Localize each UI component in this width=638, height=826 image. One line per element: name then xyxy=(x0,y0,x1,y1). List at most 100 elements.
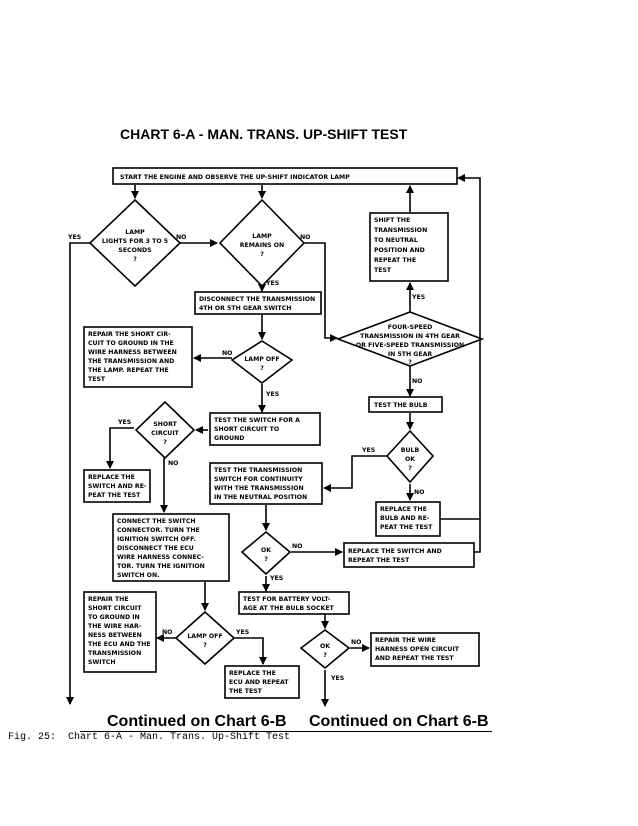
svg-text:SHORT: SHORT xyxy=(153,421,177,428)
svg-text:REPEAT THE: REPEAT THE xyxy=(374,257,416,264)
svg-text:CIRCUIT: CIRCUIT xyxy=(151,430,179,437)
svg-text:BULB: BULB xyxy=(401,447,420,454)
svg-text:LAMP: LAMP xyxy=(125,229,145,236)
replace-bulb-box xyxy=(375,501,441,537)
svg-text:AND REPEAT THE TEST: AND REPEAT THE TEST xyxy=(375,655,454,662)
svg-text:THE TRANSMISSION AND: THE TRANSMISSION AND xyxy=(88,358,174,365)
short-circuit-text: SHORT CIRCUIT ? xyxy=(151,421,179,446)
svg-text:WITH THE TRANSMISSION: WITH THE TRANSMISSION xyxy=(214,485,304,492)
continued-right: Continued on Chart 6-B xyxy=(309,713,489,730)
label-no: NO xyxy=(412,378,422,385)
svg-text:LAMP OFF: LAMP OFF xyxy=(244,356,279,363)
test-voltage-text: TEST FOR BATTERY VOLT- AGE AT THE BULB S… xyxy=(243,596,335,612)
replace-switch-1-box xyxy=(83,469,151,503)
svg-text:THE ECU AND THE: THE ECU AND THE xyxy=(88,641,151,648)
test-bulb-text: TEST THE BULB xyxy=(374,402,428,409)
svg-text:CUIT TO GROUND IN THE: CUIT TO GROUND IN THE xyxy=(88,340,174,347)
start-box xyxy=(112,167,458,185)
start-text: START THE ENGINE AND OBSERVE THE UP-SHIF… xyxy=(120,174,350,181)
svg-text:IGNITION SWITCH OFF.: IGNITION SWITCH OFF. xyxy=(117,536,196,543)
svg-text:FOUR-SPEED: FOUR-SPEED xyxy=(388,324,432,331)
svg-text:LIGHTS FOR 3 TO 5: LIGHTS FOR 3 TO 5 xyxy=(102,238,168,245)
test-continuity-text: TEST THE TRANSMISSION SWITCH FOR CONTINU… xyxy=(214,467,307,501)
svg-text:IN THE NEUTRAL POSITION: IN THE NEUTRAL POSITION xyxy=(214,494,307,501)
label-no: NO xyxy=(222,350,232,357)
replace-switch-1-text: REPLACE THE SWITCH AND RE- PEAT THE TEST xyxy=(88,474,147,499)
disconnect-switch-box xyxy=(194,291,322,315)
shift-neutral-text: SHIFT THE TRANSMISSION TO NEUTRAL POSITI… xyxy=(374,217,427,274)
svg-text:4TH OR 5TH GEAR SWITCH: 4TH OR 5TH GEAR SWITCH xyxy=(199,305,291,312)
short-circuit-diamond xyxy=(134,400,196,460)
svg-text:TEST: TEST xyxy=(374,267,392,274)
svg-text:OK: OK xyxy=(320,643,330,650)
replace-ecu-box xyxy=(224,665,300,699)
lamp-lights-diamond xyxy=(88,198,182,288)
svg-text:TO GROUND IN: TO GROUND IN xyxy=(88,614,140,621)
svg-text:TEST THE TRANSMISSION: TEST THE TRANSMISSION xyxy=(214,467,302,474)
label-no: NO xyxy=(351,639,361,646)
label-yes: YES xyxy=(265,280,279,287)
test-switch-short-text: TEST THE SWITCH FOR A SHORT CIRCUIT TO G… xyxy=(214,417,300,442)
svg-text:THE WIRE HAR-: THE WIRE HAR- xyxy=(88,623,142,630)
repair-short-ecu-box xyxy=(83,591,157,673)
svg-text:LAMP OFF: LAMP OFF xyxy=(187,633,222,640)
svg-text:?: ? xyxy=(323,652,327,659)
label-no: NO xyxy=(292,543,302,550)
remains-on-diamond xyxy=(218,198,306,288)
bulb-ok-diamond xyxy=(385,429,435,484)
svg-text:REPAIR THE SHORT CIR-: REPAIR THE SHORT CIR- xyxy=(88,331,171,338)
svg-text:AGE AT THE BULB SOCKET: AGE AT THE BULB SOCKET xyxy=(243,605,335,612)
svg-text:THE LAMP. REPEAT THE: THE LAMP. REPEAT THE xyxy=(88,367,169,374)
replace-switch-2-box xyxy=(343,542,475,568)
label-no: NO xyxy=(162,629,172,636)
svg-text:?: ? xyxy=(163,439,167,446)
svg-text:REPLACE THE: REPLACE THE xyxy=(380,506,427,513)
test-voltage-box xyxy=(238,591,350,615)
repair-short-ecu-text: REPAIR THE SHORT CIRCUIT TO GROUND IN TH… xyxy=(88,596,151,666)
svg-text:GROUND: GROUND xyxy=(214,435,244,442)
four-speed-diamond xyxy=(335,311,485,367)
svg-text:DISCONNECT THE TRANSMISSION: DISCONNECT THE TRANSMISSION xyxy=(199,296,315,303)
label-yes: YES xyxy=(361,447,375,454)
svg-text:PEAT THE TEST: PEAT THE TEST xyxy=(88,492,141,499)
label-yes: YES xyxy=(117,419,131,426)
svg-text:POSITION AND: POSITION AND xyxy=(374,247,425,254)
svg-text:REPAIR THE WIRE: REPAIR THE WIRE xyxy=(375,637,436,644)
svg-text:REPLACE THE: REPLACE THE xyxy=(88,474,135,481)
connectors xyxy=(66,174,481,707)
lamp-off-2-diamond xyxy=(174,610,236,666)
replace-ecu-text: REPLACE THE ECU AND REPEAT THE TEST xyxy=(229,670,289,695)
svg-text:CONNECTOR. TURN THE: CONNECTOR. TURN THE xyxy=(117,527,200,534)
svg-text:TEST FOR BATTERY VOLT-: TEST FOR BATTERY VOLT- xyxy=(243,596,331,603)
svg-text:TO NEUTRAL: TO NEUTRAL xyxy=(374,237,418,244)
svg-text:TRANSMISSION IN 4TH GEAR: TRANSMISSION IN 4TH GEAR xyxy=(360,333,460,340)
caption-rule xyxy=(80,731,492,732)
svg-text:TRANSMISSION: TRANSMISSION xyxy=(88,650,141,657)
connect-switch-box xyxy=(112,513,230,582)
svg-text:SWITCH ON.: SWITCH ON. xyxy=(117,572,159,579)
svg-text:REPLACE THE SWITCH AND: REPLACE THE SWITCH AND xyxy=(348,548,442,555)
bulb-ok-text: BULB OK ? xyxy=(401,447,420,472)
svg-text:SHORT CIRCUIT TO: SHORT CIRCUIT TO xyxy=(214,426,279,433)
repair-open-text: REPAIR THE WIRE HARNESS OPEN CIRCUIT AND… xyxy=(375,637,460,662)
svg-text:REPEAT THE TEST: REPEAT THE TEST xyxy=(348,557,410,564)
chart-title: CHART 6-A - MAN. TRANS. UP-SHIFT TEST xyxy=(120,126,408,142)
svg-text:THE TEST: THE TEST xyxy=(229,688,263,695)
svg-text:TOR. TURN THE IGNITION: TOR. TURN THE IGNITION xyxy=(117,563,205,570)
remains-on-text: LAMP REMAINS ON ? xyxy=(240,233,284,258)
svg-text:SECONDS: SECONDS xyxy=(118,247,151,254)
svg-text:LAMP: LAMP xyxy=(252,233,272,240)
repair-open-box xyxy=(370,632,480,667)
svg-text:OR FIVE-SPEED TRANSMISSION: OR FIVE-SPEED TRANSMISSION xyxy=(356,342,464,349)
label-yes: YES xyxy=(67,234,81,241)
svg-text:TEST: TEST xyxy=(88,376,106,383)
svg-text:?: ? xyxy=(264,556,268,563)
label-no: NO xyxy=(176,234,186,241)
label-yes: YES xyxy=(265,391,279,398)
label-yes: YES xyxy=(411,294,425,301)
svg-text:?: ? xyxy=(408,359,412,366)
svg-text:SWITCH FOR CONTINUITY: SWITCH FOR CONTINUITY xyxy=(214,476,303,483)
svg-text:REPAIR THE: REPAIR THE xyxy=(88,596,129,603)
svg-text:DISCONNECT THE ECU: DISCONNECT THE ECU xyxy=(117,545,194,552)
lamp-off-1-diamond xyxy=(230,340,294,385)
